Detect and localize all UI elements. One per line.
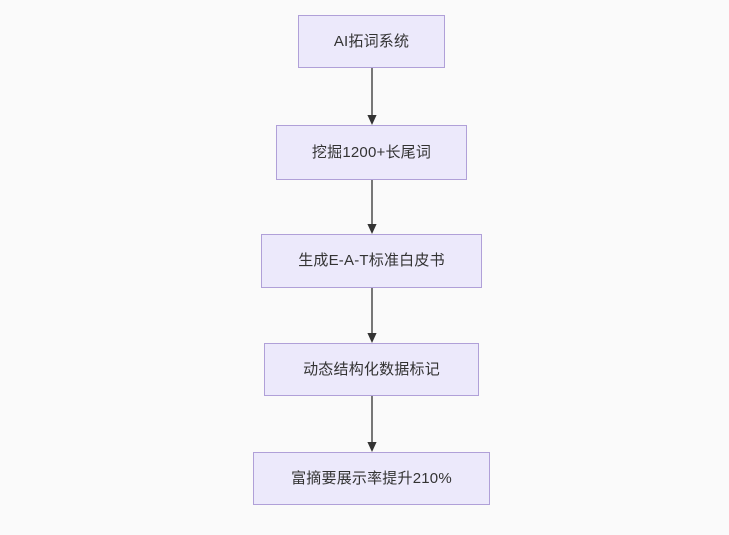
flow-node-mine-longtail-keywords[interactable]: 挖掘1200+长尾词 (276, 125, 467, 180)
flow-node-ai-keyword-system[interactable]: AI拓词系统 (298, 15, 445, 68)
flow-node-label: 动态结构化数据标记 (303, 360, 440, 378)
flow-node-rich-snippet-impression-lift[interactable]: 富摘要展示率提升210% (253, 452, 490, 505)
flow-node-label: 生成E-A-T标准白皮书 (298, 252, 445, 269)
flow-edge-n1-n2 (361, 180, 383, 234)
flow-node-dynamic-structured-data-markup[interactable]: 动态结构化数据标记 (264, 343, 479, 396)
flow-edge-n2-n3 (361, 288, 383, 343)
flow-node-label: AI拓词系统 (333, 32, 410, 50)
flow-edge-n0-n1 (361, 68, 383, 125)
flow-node-label: 挖掘1200+长尾词 (311, 143, 432, 161)
flow-edge-n3-n4 (361, 396, 383, 452)
flow-node-label: 富摘要展示率提升210% (291, 469, 452, 487)
flow-node-generate-eat-whitepaper[interactable]: 生成E-A-T标准白皮书 (261, 234, 482, 288)
